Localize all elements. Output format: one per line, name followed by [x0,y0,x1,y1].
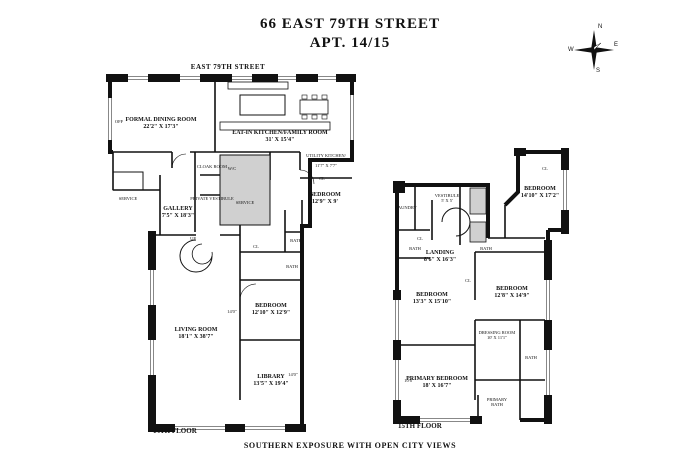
unit-title: APT. 14/15 [309,35,391,51]
cloak-room-label: CLOAK ROOM [196,164,228,169]
ceiling2-label: 14'0" [288,372,298,377]
bedroom-w-dims: 13'3" X 15'10" [412,299,452,305]
bedroom-name: BEDROOM [309,192,341,198]
cl15b-label: CL [417,236,423,241]
bedroom2-label: BEDROOM 12'10" X 12'9" [252,303,290,317]
compass-w: W [568,47,574,53]
floor14-label: 14TH FLOOR [153,427,197,435]
dressing-dims: 10' X 11'1" [486,335,508,340]
bedroom-w-label: BEDROOM 13'3" X 15'10" [413,292,451,306]
landing-dims: 8'6" X 16'3" [423,257,457,263]
primary-bedroom-label: PRIMARY BEDROOM 18' X 16'7" [406,376,468,390]
dressing-name: DRESSING ROOM [478,330,516,335]
landing-label: LANDING 8'6" X 16'3" [424,250,456,264]
vestibule15-name: VESTIBULE [434,193,460,198]
compass-e: E [614,42,619,48]
dressing-label: DRESSING ROOM 10' X 11'1" [479,330,516,340]
bath15a-label: BATH [409,246,421,251]
primary-bath-label: PRIMARY BATH [486,397,508,407]
vestibule15-dims: 5' X 5' [441,198,453,203]
street-label: EAST 79TH STREET [190,63,266,71]
bath2-label: BATH [286,264,298,269]
library-dims: 13'5" X 19'4" [253,381,289,387]
library-label: LIBRARY 13'5" X 19'4" [253,374,288,388]
vestibule-label: PRIVATE VESTIBULE [190,196,234,201]
laundry-label: LAUNDRY [395,205,417,210]
gallery-dims: 7'5" X 18'3" [161,213,195,219]
library-name: LIBRARY [257,374,285,380]
kitchen-dims: 31' X 15'4" [265,137,295,143]
bedroom-e-dims: 12'8" X 14'9" [494,293,530,299]
bedroom2-name: BEDROOM [255,303,287,309]
living-room-name: LIVING ROOM [174,327,218,333]
bath15c-label: BATH [525,355,537,360]
utility-dims: 11'7" X 7'7" [315,163,337,168]
ceiling15-label: 10'6" [404,378,414,383]
cl1-label: CL [253,244,259,249]
utility-label: UTILITY KITCHEN/ LAUNDRY ROOM 11'7" X 7'… [301,153,351,168]
living-room-dims: 18'1" X 38'7" [178,334,214,340]
bedroom2-dims: 12'10" X 12'9" [251,310,291,316]
bedroom-e-name: BEDROOM [496,286,528,292]
service-mid-label: SERVICE [235,200,255,205]
cl2-label: CL [319,176,325,181]
bedroom-dims: 12'9" X 9' [311,199,338,205]
address-title: 66 EAST 79TH STREET [259,16,441,32]
stair-up-label: UP [190,236,196,241]
bath1-label: BATH [290,238,302,243]
off-label: OFF [114,119,124,124]
compass-icon: N S E W [568,24,620,76]
compass-n: N [598,24,603,30]
vestibule15-label: VESTIBULE 5' X 5' [435,193,460,203]
ceiling1-label: 14'0" [227,309,237,314]
bedroom-ne-dims: 14'10" X 17'2" [520,193,560,199]
floor15-label: 15TH FLOOR [398,422,442,430]
gallery-name: GALLERY [163,206,193,212]
cl15c-label: CL [465,278,471,283]
wic-label: W/C [227,166,237,171]
dining-room-name: FORMAL DINING ROOM [125,117,197,123]
living-room-label: LIVING ROOM 18'1" X 38'7" [175,327,218,341]
kitchen-name: EAT-IN KITCHEN/FAMILY ROOM [232,130,328,136]
utility-name: UTILITY KITCHEN/ LAUNDRY ROOM [306,153,346,163]
landing-name: LANDING [425,250,455,256]
compass-s: S [596,68,601,74]
footer-caption: SOUTHERN EXPOSURE WITH OPEN CITY VIEWS [243,441,457,450]
service-left-label: SERVICE [118,196,138,201]
bedroom-ne-name: BEDROOM [524,186,556,192]
cl15a-label: CL [542,166,548,171]
primary-bedroom-dims: 18' X 16'7" [422,383,452,389]
kitchen-label: EAT-IN KITCHEN/FAMILY ROOM 31' X 15'4" [232,130,327,144]
bedroom-ne-label: BEDROOM 14'10" X 17'2" [521,186,559,200]
bath15b-label: BATH [480,246,492,251]
gallery-label: GALLERY 7'5" X 18'3" [162,206,194,220]
dining-room-dims: 22'2" X 17'3" [143,124,179,130]
primary-bedroom-name: PRIMARY BEDROOM [406,376,468,382]
bedroom-w-name: BEDROOM [416,292,448,298]
dining-room-label: FORMAL DINING ROOM 22'2" X 17'3" [126,117,197,131]
bedroom-e-label: BEDROOM 12'8" X 14'9" [494,286,529,300]
bedroom-label: BEDROOM 12'9" X 9' [309,192,341,206]
